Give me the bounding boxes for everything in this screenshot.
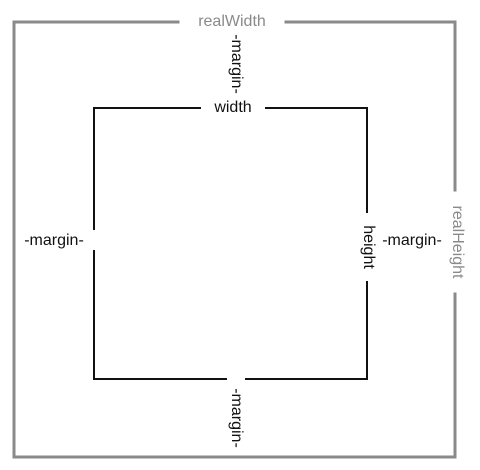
margin-bottom-label: -margin- bbox=[228, 388, 245, 448]
width-label: width bbox=[213, 99, 251, 116]
real-width-label: realWidth bbox=[198, 13, 266, 30]
margin-right-label: -margin- bbox=[382, 232, 442, 249]
real-height-label: realHeight bbox=[449, 206, 466, 279]
margin-left-label: -margin- bbox=[24, 232, 84, 249]
margin-top-label: -margin- bbox=[228, 34, 245, 94]
inner-box bbox=[93, 107, 368, 380]
height-label: height bbox=[360, 225, 377, 269]
outer-box bbox=[12, 20, 457, 459]
